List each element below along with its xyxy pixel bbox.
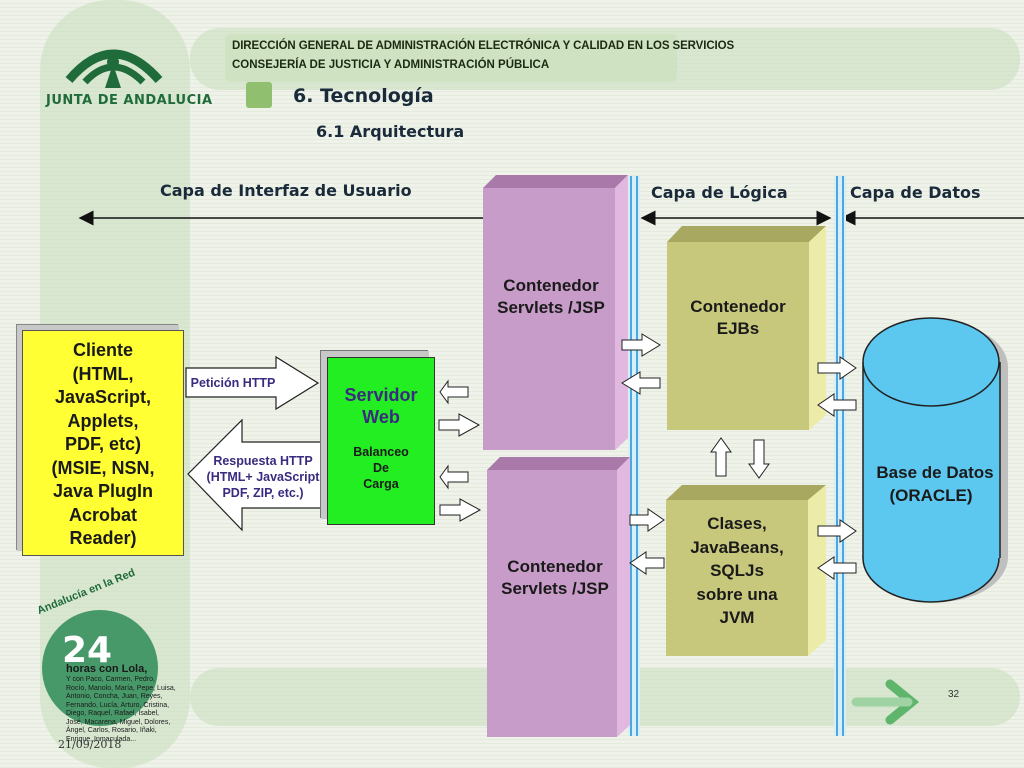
servlets-bottom-line: Contenedor <box>507 557 603 576</box>
layer-label-datos: Capa de Datos <box>850 183 981 202</box>
servidor-title-line: Servidor <box>344 385 418 405</box>
clases-line: JVM <box>719 608 755 627</box>
servidor-title: Servidor Web <box>328 384 434 428</box>
ejbs-label: Contenedor EJBs <box>667 296 809 340</box>
ejbs-container <box>667 226 826 430</box>
database-line: Base de Datos <box>876 463 994 482</box>
title-bullet-icon <box>246 82 272 108</box>
arrows-servlets-ejbs <box>621 333 661 395</box>
layer-label-logica: Capa de Lógica <box>651 183 788 202</box>
servidor-sub: Balanceo De Carga <box>328 444 434 492</box>
client-line: JavaScript, <box>54 387 152 407</box>
header-line-1: DIRECCIÓN GENERAL DE ADMINISTRACIÓN ELEC… <box>232 40 735 52</box>
database-label: Base de Datos (ORACLE) <box>860 461 1010 507</box>
servlets-top-label: Contenedor Servlets /JSP <box>483 275 619 319</box>
servidor-sub-line: Carga <box>363 477 399 491</box>
clases-line: Clases, <box>707 514 767 533</box>
separator-left <box>628 176 640 736</box>
response-line: (HTML+ JavaScript <box>206 470 320 484</box>
header-line-2: CONSEJERÍA DE JUSTICIA Y ADMINISTRACIÓN … <box>232 59 550 71</box>
client-line: PDF, etc) <box>64 434 142 454</box>
client-line: Applets, <box>67 410 139 431</box>
ad-circle <box>42 610 158 726</box>
database-line: (ORACLE) <box>889 486 973 505</box>
response-arrow <box>187 418 327 532</box>
page-subtitle: 6.1 Arquitectura <box>316 122 465 141</box>
footer-date: 21/09/2018 <box>58 738 122 751</box>
request-arrow <box>185 355 320 411</box>
response-line: Respuesta HTTP <box>213 454 313 468</box>
servlets-bottom-label: Contenedor Servlets /JSP <box>487 556 623 600</box>
logo-text: JUNTA DE ANDALUCIA <box>46 93 213 108</box>
client-line: Java PlugIn <box>52 481 154 501</box>
header-bar <box>225 34 677 82</box>
separator-right <box>834 176 846 736</box>
servlets-bottom-container <box>487 457 630 737</box>
response-label: Respuesta HTTP (HTML+ JavaScript PDF, ZI… <box>196 453 330 501</box>
clases-line: SQLJs <box>710 561 764 580</box>
client-line: (HTML, <box>72 363 134 384</box>
decorative-arrow-icon <box>851 679 920 725</box>
ejbs-line: EJBs <box>716 319 760 338</box>
database-cylinder <box>862 317 1008 603</box>
clases-label: Clases, JavaBeans, SQLJs sobre una JVM <box>666 512 808 630</box>
servlets-top-line: Servlets /JSP <box>497 298 605 317</box>
client-line: Acrobat <box>68 504 137 525</box>
layer-label-interfaz: Capa de Interfaz de Usuario <box>160 181 412 200</box>
servidor-web-box: Servidor Web Balanceo De Carga <box>327 357 435 525</box>
ad-line-2: Y con Paco, Carmen, Pedro, Rocío, Manolo… <box>66 676 176 743</box>
servlets-top-line: Contenedor <box>503 276 599 295</box>
servidor-title-line: Web <box>362 407 400 427</box>
arrows-servlets-clases <box>629 508 665 575</box>
page-number: 32 <box>948 689 960 700</box>
client-line: Reader) <box>69 528 137 548</box>
arrows-clases-database <box>817 519 857 580</box>
page-title: 6. Tecnología <box>293 85 434 107</box>
arrows-ejbs-database <box>817 356 857 417</box>
arrows-servidor-servlets-top <box>438 379 481 437</box>
client-line: (MSIE, NSN, <box>51 457 155 478</box>
junta-andalucia-logo-icon <box>65 49 163 88</box>
clases-line: sobre una <box>696 584 778 604</box>
servidor-sub-line: Balanceo <box>353 445 409 459</box>
response-line: PDF, ZIP, etc.) <box>222 486 304 500</box>
client-line: Cliente <box>72 340 133 360</box>
ad-big-number: 24 <box>62 630 113 671</box>
arrows-servidor-servlets-bottom <box>439 464 482 522</box>
request-label: Petición HTTP <box>190 376 276 390</box>
ejbs-line: Contenedor <box>690 297 786 316</box>
ad-line-1: horas con Lola, <box>66 663 148 675</box>
client-box: Cliente (HTML, JavaScript, Applets, PDF,… <box>22 330 184 556</box>
servlets-top-container <box>483 175 628 450</box>
servlets-bottom-line: Servlets /JSP <box>501 579 609 598</box>
clases-line: JavaBeans, <box>690 537 784 557</box>
servidor-sub-line: De <box>373 461 389 475</box>
arrows-ejbs-clases <box>710 437 770 479</box>
